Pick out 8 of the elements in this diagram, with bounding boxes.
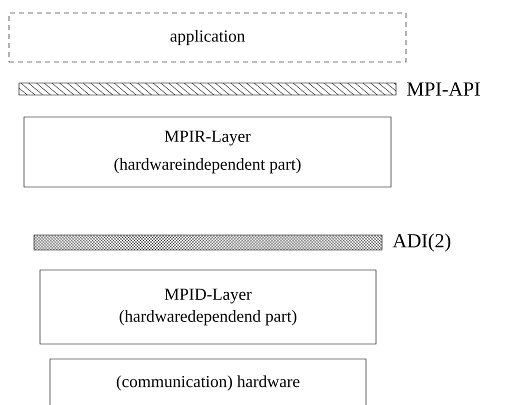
layer-box: MPIR-Layer (hardwareindependent part) — [24, 116, 392, 188]
interface-bar — [34, 234, 382, 250]
layer-box: MPID-Layer (hardwaredependend part) — [40, 270, 376, 344]
layer-label: ADI(2) — [392, 233, 450, 252]
layer-box: (communication) hardware — [50, 358, 366, 405]
layer-label: MPI-API — [407, 82, 480, 96]
interface-bar — [18, 82, 396, 96]
layer-box: application — [8, 12, 406, 62]
